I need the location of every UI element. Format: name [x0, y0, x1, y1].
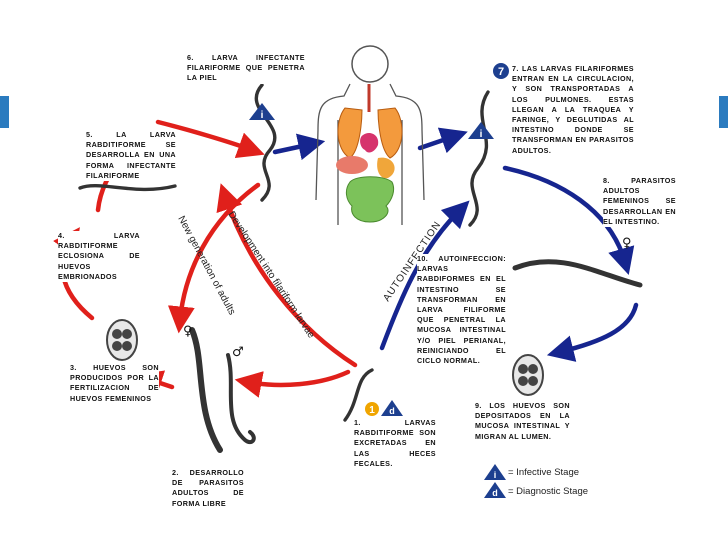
label-development-filariform: Development into filariform larvae [225, 210, 316, 341]
step1-badge: 1 [365, 402, 379, 416]
arrow-larva-to-intestine [502, 165, 635, 275]
infective-badge-skin: i [249, 103, 275, 121]
left-edge-bar [0, 96, 9, 128]
step-1-note: 1. LARVAS RABDITIFORME SON EXCRETADAS EN… [354, 418, 436, 470]
step-2-note: 2. DESARROLLO DE PARASITOS ADULTOS DE FO… [172, 468, 244, 509]
step-3-note: 3. HUEVOS SON PRODUCIDOS POR LA FERTILIZ… [70, 363, 159, 404]
svg-text:= Diagnostic Stage: = Diagnostic Stage [508, 486, 588, 497]
step7-badge: 7 [493, 63, 509, 79]
diagnostic-badge-step1: d [381, 400, 403, 416]
step-7-note: 7. LAS LARVAS FILARIFORMES ENTRAN EN LA … [512, 64, 634, 156]
infective-badge-host: i [468, 122, 494, 140]
svg-text:= Infective Stage: = Infective Stage [508, 467, 579, 478]
free-living-female-adult [189, 327, 223, 453]
female-symbol-free: ♀ [183, 324, 193, 339]
egg-host [512, 354, 544, 396]
svg-text:7: 7 [498, 66, 504, 78]
egg-free-living [106, 319, 138, 361]
human-head [351, 45, 389, 83]
legend: i = Infective Stage d = Diagnostic Stage [484, 464, 588, 498]
badges: i i 7 1 d [249, 63, 509, 416]
free-living-male-adult [226, 353, 256, 445]
legend-infective: i = Infective Stage [484, 464, 579, 480]
right-edge-bar [719, 96, 728, 128]
arrow-development-filariform [216, 183, 358, 368]
heart-icon [360, 133, 379, 153]
parasitic-female-adult [512, 259, 643, 288]
svg-text:i: i [261, 110, 264, 121]
filariform-larva-skin [254, 83, 277, 202]
female-symbol-host: ♀ [622, 236, 632, 251]
stomach-icon [377, 157, 395, 179]
svg-text:d: d [492, 488, 498, 498]
male-symbol-free: ♂ [232, 345, 244, 360]
filariform-larva-host [468, 90, 490, 227]
step-6-note: 6. LARVA INFECTANTE FILARIFORME QUE PENE… [187, 53, 305, 84]
rhabditiform-larva-free [78, 184, 177, 192]
arrow-human-to-lungs-larva [417, 127, 468, 154]
parasitic-cycle-arrows [272, 127, 639, 362]
step-10-note: 10. AUTOINFECCION: LARVAS RABDIFORMES EN… [417, 254, 506, 367]
human-body-outline [315, 83, 425, 225]
arrow-skin-to-human [272, 133, 326, 161]
intestine-icon [345, 176, 395, 223]
svg-text:i: i [480, 129, 483, 140]
svg-text:i: i [494, 470, 497, 480]
legend-diagnostic: d = Diagnostic Stage [484, 482, 588, 498]
excreted-larva [343, 368, 374, 422]
step-4-note: 4. LARVA RABDITIFORME ECLOSIONA DE HUEVO… [58, 231, 140, 283]
svg-text:d: d [389, 406, 395, 416]
svg-text:1: 1 [369, 405, 375, 416]
step-8-note: 8. PARASITOS ADULTOS FEMENINOS SE DESARR… [603, 176, 676, 228]
arrow-new-generation [167, 182, 261, 334]
arrow-autoinfection [379, 200, 470, 351]
liver-icon [336, 156, 368, 174]
step-5-note: 5. LA LARVA RABDITIFORME SE DESARROLLA E… [86, 130, 176, 182]
human-figure [315, 45, 425, 225]
arrow-excreted-to-adults [234, 369, 351, 398]
arrow-adults-to-eggs-host [546, 302, 639, 362]
arrow-filariform-to-skin [155, 119, 265, 159]
eggs [106, 319, 544, 396]
worms [78, 83, 643, 453]
step-9-note: 9. LOS HUEVOS SON DEPOSITADOS EN LA MUCO… [475, 401, 570, 442]
